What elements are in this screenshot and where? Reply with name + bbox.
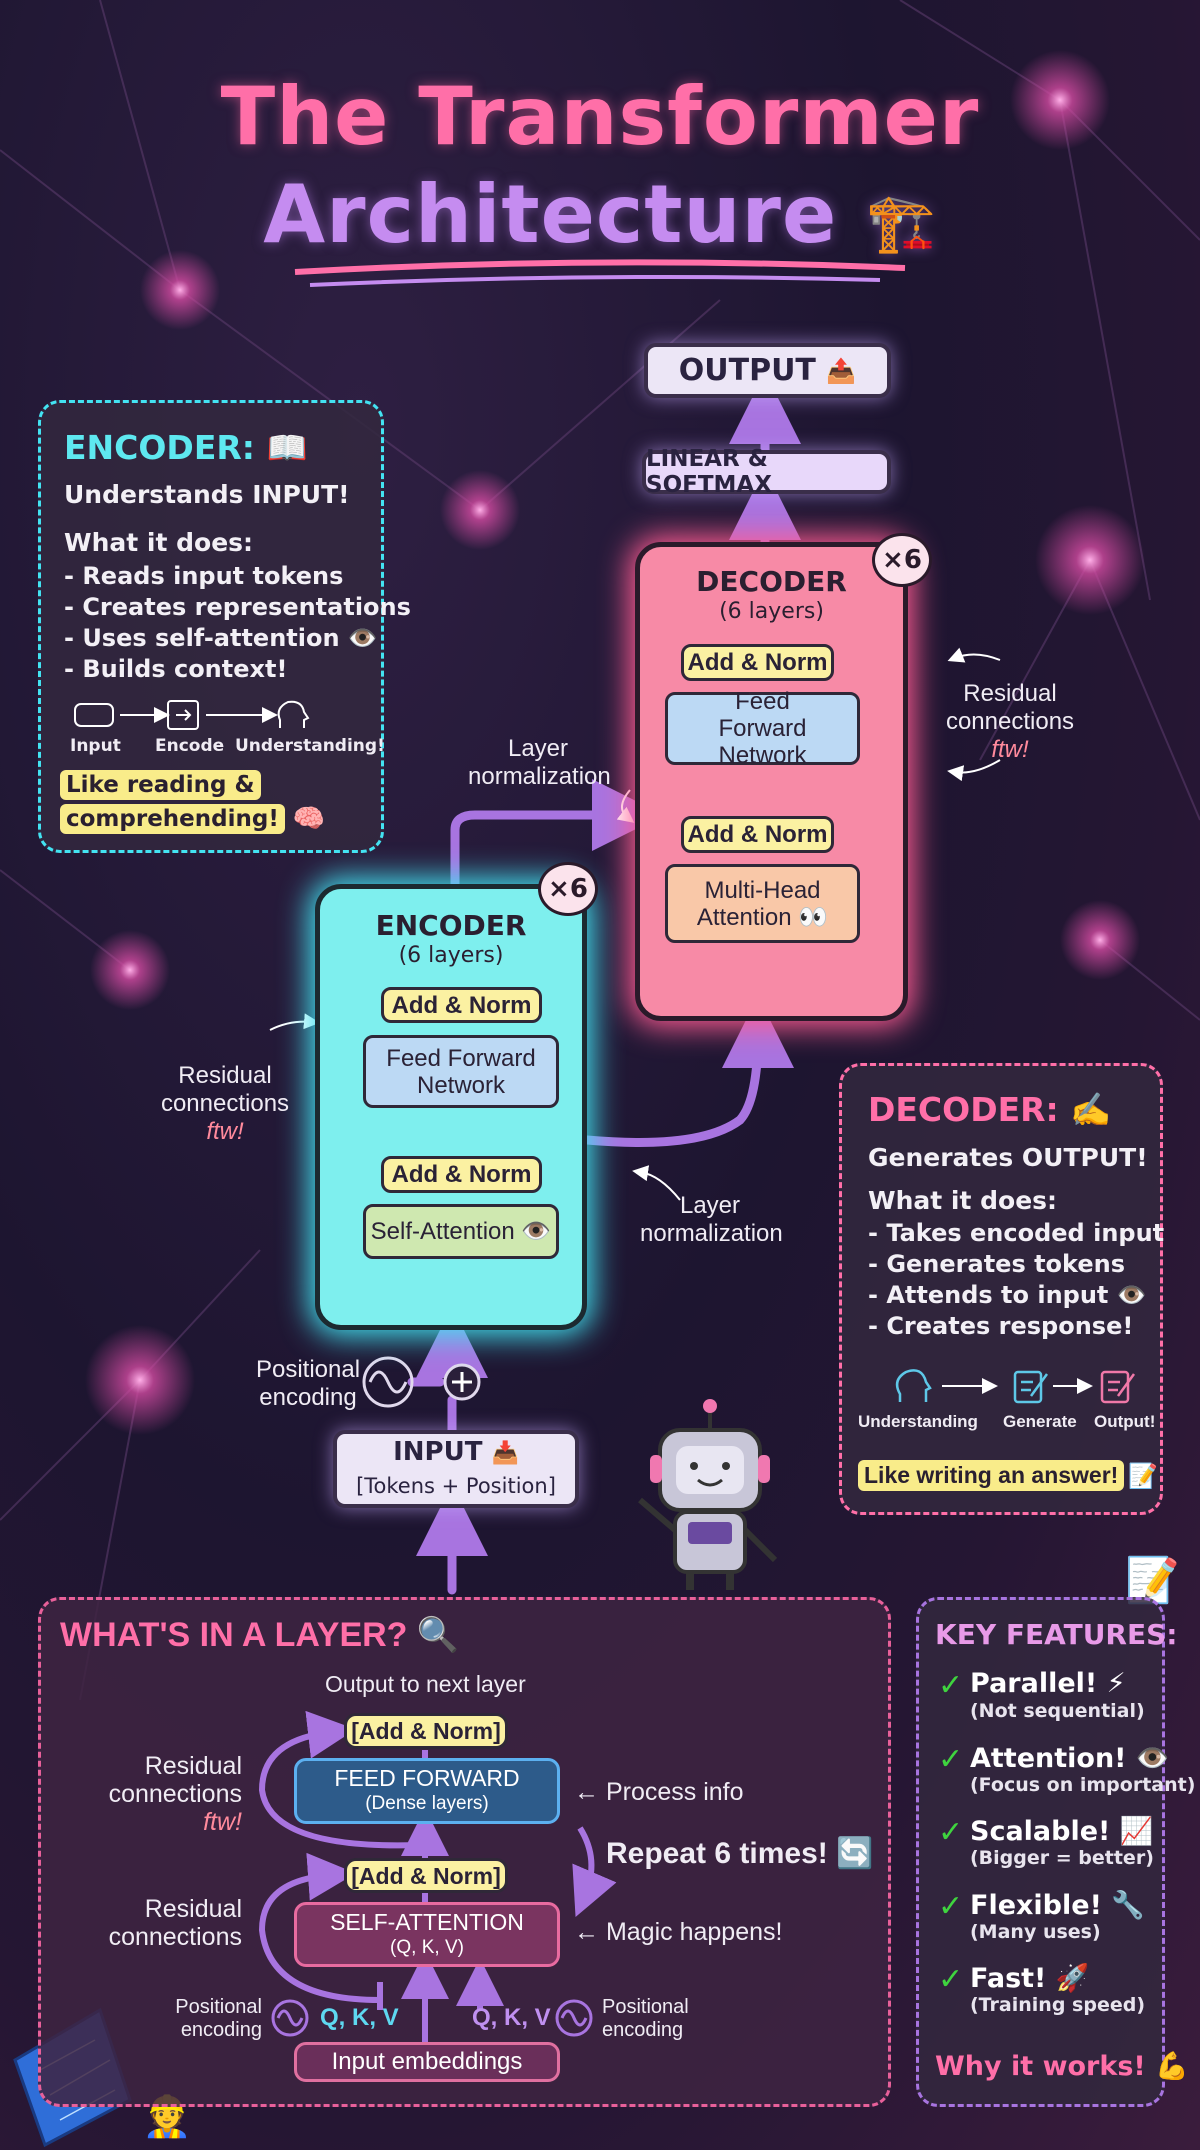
encoder-subtitle: (6 layers) <box>398 943 504 968</box>
positional-encoding-label: Positional encoding <box>255 1356 361 1411</box>
encoder-info-title: ENCODER: 📖 <box>64 428 308 467</box>
list-item: - Generates tokens <box>868 1250 1126 1278</box>
title-underline <box>294 259 906 275</box>
feature-label: Attention! 👁️ <box>970 1742 1170 1774</box>
flow-label: Understanding! <box>235 736 385 756</box>
self-attention-box: Self-Attention 👁️ <box>363 1204 559 1259</box>
check-icon: ✓ <box>938 1962 964 1997</box>
list-item: - Takes encoded input <box>868 1219 1165 1247</box>
feature-sub: (Focus on important) <box>970 1773 1196 1796</box>
output-label: Output to next layer <box>325 1671 526 1697</box>
linear-softmax-box: LINEAR & SOFTMAX <box>642 446 891 498</box>
encoder-info-subtitle: Understands INPUT! <box>64 480 350 509</box>
input-embeddings-box: Input embeddings <box>294 2042 560 2082</box>
memo-icon: 📝 <box>1128 1461 1159 1490</box>
encoder-title: ENCODER <box>375 909 527 942</box>
title-line1: The Transformer <box>220 70 980 163</box>
feature-sub: (Bigger = better) <box>970 1847 1154 1869</box>
decoder-subtitle: (6 layers) <box>719 599 824 624</box>
input-box: INPUT 📥 [Tokens + Position] <box>333 1430 579 1508</box>
flow-arrows <box>407 372 801 1595</box>
upload-icon: 📤 <box>826 356 857 385</box>
feature-label: Parallel! ⚡ <box>970 1668 1126 1699</box>
layer-panel <box>38 1597 891 2107</box>
highlight-note: Like reading & <box>60 770 261 800</box>
feed-forward-box: Feed Forward Network <box>665 688 860 769</box>
decoder-info-heading: What it does: <box>868 1186 1058 1215</box>
highlight-row: Like writing an answer! 📝 <box>858 1460 1158 1491</box>
feed-forward-box: FEED FORWARD(Dense layers) <box>294 1758 560 1824</box>
repeat-label: Repeat 6 times! 🔄 <box>606 1837 874 1870</box>
output-box: OUTPUT 📤 <box>644 343 891 398</box>
feature-sub: (Not sequential) <box>970 1700 1145 1722</box>
title-line2: Architecture 🏗️ <box>263 168 937 261</box>
check-icon: ✓ <box>938 1668 964 1703</box>
feed-forward-box: Feed Forward Network <box>363 1035 559 1108</box>
brain-icon: 🧠 <box>292 804 326 834</box>
positional-encoding-label: Positional encoding <box>175 1996 262 2041</box>
decoder-flow-icons <box>895 1369 1136 1404</box>
download-icon: 📥 <box>491 1441 519 1466</box>
magic-label: ← Magic happens! <box>574 1918 783 1946</box>
positional-encoding-label: Positional encoding <box>602 1996 689 2041</box>
multi-head-attention-box: Multi-Head Attention 👀 <box>665 864 860 943</box>
layer-norm-label: Layer normalization <box>468 735 611 790</box>
feature-label: Flexible! 🔧 <box>970 1889 1145 1921</box>
encoder-flow-icons <box>74 700 310 730</box>
add-norm-box: Add & Norm <box>381 1156 542 1193</box>
decoder-info-subtitle: Generates OUTPUT! <box>868 1143 1148 1172</box>
key-features-title: KEY FEATURES: <box>935 1618 1178 1651</box>
neuron <box>140 250 220 330</box>
layer-panel-title: WHAT'S IN A LAYER? 🔍 <box>60 1616 460 1654</box>
self-attention-box: SELF-ATTENTION(Q, K, V) <box>294 1902 560 1967</box>
qkv-label: Q, K, V <box>472 2004 551 2031</box>
add-norm-box: [Add & Norm] <box>344 1713 508 1749</box>
qkv-label: Q, K, V <box>320 2004 399 2031</box>
feature-label: Fast! 🚀 <box>970 1963 1090 1994</box>
list-item: - Creates representations <box>64 593 411 621</box>
highlight-note: Like writing an answer! <box>858 1460 1125 1491</box>
list-item: - Creates response! <box>868 1312 1134 1340</box>
highlight-row: Like reading & <box>60 770 261 800</box>
residual-label: Residual connections <box>108 1895 242 1951</box>
process-info-label: ← Process info <box>574 1778 744 1806</box>
add-norm-box: Add & Norm <box>381 987 542 1023</box>
add-norm-box: [Add & Norm] <box>344 1858 508 1893</box>
check-icon: ✓ <box>938 1888 964 1924</box>
robot-illustration <box>638 1399 778 1590</box>
key-features-footer: Why it works! 💪 <box>935 2051 1189 2082</box>
check-icon: ✓ <box>938 1741 964 1777</box>
feature-sub: (Many uses) <box>970 1920 1101 1943</box>
highlight-note: comprehending! <box>60 804 285 834</box>
layer-norm-label: Layer normalization <box>640 1192 783 1247</box>
decoder-info-panel <box>839 1063 1163 1515</box>
add-norm-box: Add & Norm <box>681 644 834 681</box>
sine-icon <box>362 1356 414 1408</box>
feature-sub: (Training speed) <box>970 1994 1146 2016</box>
flow-label: Output! <box>1094 1412 1156 1431</box>
flow-label: Understanding <box>858 1412 978 1431</box>
highlight-row: comprehending! 🧠 <box>60 804 325 834</box>
crane-icon: 🏗️ <box>866 191 937 256</box>
list-item: - Uses self-attention 👁️ <box>64 624 378 652</box>
flow-label: Input <box>70 736 121 756</box>
add-norm-box: Add & Norm <box>681 816 834 853</box>
decoder-title: DECODER <box>696 565 847 598</box>
list-item: - Reads input tokens <box>64 562 344 590</box>
repeat-badge: ×6 <box>872 533 932 587</box>
repeat-badge: ×6 <box>538 862 598 916</box>
flow-label: Generate <box>1003 1412 1077 1431</box>
key-features-panel <box>916 1597 1165 2107</box>
feature-label: Scalable! 📈 <box>970 1816 1154 1847</box>
encoder-info-heading: What it does: <box>64 528 254 557</box>
list-item: - Attends to input 👁️ <box>868 1281 1147 1309</box>
flow-label: Encode <box>155 736 225 756</box>
decoder-info-title: DECODER: ✍️ <box>868 1090 1112 1129</box>
list-item: - Builds context! <box>64 655 288 683</box>
check-icon: ✓ <box>938 1815 964 1850</box>
